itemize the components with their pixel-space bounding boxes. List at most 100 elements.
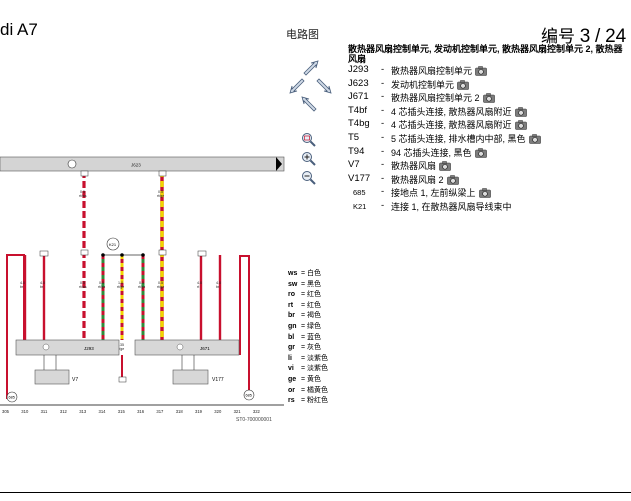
pan-up-left-icon[interactable]: [300, 96, 318, 112]
camera-icon[interactable]: [439, 161, 451, 171]
component-code: 685: [353, 188, 366, 198]
wire-ground-right: [239, 255, 250, 399]
legend-abbr: li: [288, 354, 292, 362]
legend-row: bl= 蓝色: [288, 333, 328, 344]
svg-text:0.35: 0.35: [117, 343, 124, 347]
page-next-arrow: [276, 157, 282, 171]
svg-text:0.5: 0.5: [158, 281, 163, 285]
navigation-panel: [289, 58, 336, 248]
wiring-schematic: J623 K21: [0, 156, 285, 414]
component-code: J671: [348, 91, 369, 103]
page-total: 24: [605, 26, 627, 47]
legend-color: 红色: [307, 301, 322, 309]
zoom-in-icon[interactable]: [301, 151, 317, 167]
camera-icon[interactable]: [482, 93, 495, 103]
wire-ground-left: [6, 254, 25, 399]
component-row: V177-散热器风扇 2: [348, 173, 630, 187]
legend-row: ro= 红色: [288, 290, 328, 301]
component-row: J671-散热器风扇控制单元 2: [348, 91, 630, 105]
camera-icon[interactable]: [475, 66, 487, 76]
component-desc: 散热器风扇 2: [391, 173, 459, 186]
component-code: J623: [348, 77, 369, 89]
component-row: J293-散热器风扇控制单元: [348, 64, 630, 78]
legend-color: 橘黄色: [307, 386, 329, 394]
motor-left-label: V7: [72, 377, 78, 383]
motor-right-label: V177: [212, 377, 224, 383]
legend-color: 褐色: [307, 312, 322, 320]
legend-color: 淡紫色: [307, 365, 329, 373]
ground-left: [6, 391, 18, 403]
connector-blocks: [39, 170, 207, 257]
motor-box-left: [34, 369, 70, 385]
legend-row: ws= 白色: [288, 269, 328, 280]
legend-color: 绿色: [307, 322, 322, 330]
legend-row: gr= 灰色: [288, 343, 328, 354]
bottom-number: 311: [41, 409, 48, 414]
component-row: T4bf-4 芯插头连接, 散热器风扇附近: [348, 105, 630, 119]
pan-down-left-icon[interactable]: [288, 78, 306, 94]
page-number: 编号 3 / 24: [541, 22, 626, 48]
junction-label: K21: [109, 242, 117, 247]
camera-icon[interactable]: [446, 175, 459, 185]
page-current: 3: [579, 26, 591, 47]
component-heading: 散热器风扇控制单元, 发动机控制单元, 散热器风扇控制单元 2, 散热器风扇: [348, 44, 623, 64]
bottom-number: 314: [99, 409, 107, 414]
ecu-box-right: [134, 339, 240, 356]
legend-color: 淡紫色: [307, 354, 329, 362]
bottom-number: 312: [60, 409, 68, 414]
bus-label: J623: [131, 163, 141, 168]
svg-text:0.5: 0.5: [158, 190, 163, 194]
ecu-right-label: J671: [200, 346, 210, 351]
pan-down-right-icon[interactable]: [315, 78, 333, 94]
ecu-box-left: [15, 339, 120, 356]
camera-icon[interactable]: [514, 120, 527, 131]
legend-color: 黄色: [307, 375, 322, 383]
component-row: T4bg-4 芯插头连接, 散热器风扇附近: [348, 118, 630, 132]
camera-icon[interactable]: [457, 79, 469, 90]
ground-right: [243, 389, 255, 401]
bottom-number: 305: [2, 409, 10, 414]
component-desc: 4 芯插头连接, 散热器风扇附近: [391, 105, 527, 118]
page-bottom-rule: [0, 492, 631, 493]
legend-row: li= 淡紫色: [288, 354, 328, 365]
ecu-left-label: J293: [84, 346, 94, 351]
bottom-number: 313: [79, 409, 87, 414]
camera-icon[interactable]: [478, 188, 491, 199]
camera-icon[interactable]: [528, 134, 541, 144]
component-row: V7-散热器风扇: [348, 159, 630, 173]
svg-text:rt/ws: rt/ws: [79, 194, 87, 198]
svg-text:rt/ge: rt/ge: [117, 347, 124, 351]
svg-text:rt/ge: rt/ge: [157, 194, 164, 198]
ground-left-label: 685: [9, 396, 15, 400]
ground-right-label: 685: [246, 394, 252, 398]
zoom-fit-icon[interactable]: [301, 132, 317, 148]
wire-labels: 4.0br 4.0br 0.5rt/ws 0.5rt/ws 0.5rt/gn 1…: [20, 190, 221, 351]
legend-abbr: ro: [288, 291, 295, 299]
legend-row: ge= 黄色: [288, 375, 328, 386]
svg-text:0.5: 0.5: [99, 281, 104, 285]
legend-abbr: bl: [288, 333, 295, 341]
bottom-number: 319: [195, 409, 203, 414]
page-separator: /: [595, 26, 601, 47]
svg-text:4.0: 4.0: [197, 281, 202, 285]
component-row: T5-5 芯插头连接, 排水槽内中部, 黑色: [348, 132, 630, 146]
component-code: T4bg: [348, 118, 370, 130]
component-desc: 4 芯插头连接, 散热器风扇附近: [391, 118, 527, 131]
legend-row: or= 橘黄色: [288, 386, 328, 397]
legend-abbr: gr: [288, 344, 295, 352]
camera-icon[interactable]: [514, 107, 527, 117]
component-desc: 接地点 1, 左前纵梁上: [391, 186, 491, 199]
bottom-number: 317: [156, 409, 164, 414]
legend-abbr: rs: [288, 397, 295, 405]
legend-abbr: vi: [288, 365, 294, 373]
svg-text:rt/ws: rt/ws: [79, 285, 87, 289]
pan-up-right-icon[interactable]: [302, 60, 320, 76]
diagram-label: 电路图: [286, 29, 319, 41]
zoom-out-icon[interactable]: [301, 170, 317, 186]
legend-color: 白色: [307, 270, 322, 277]
camera-icon[interactable]: [474, 147, 487, 158]
controller-bus-bar: [0, 156, 285, 172]
